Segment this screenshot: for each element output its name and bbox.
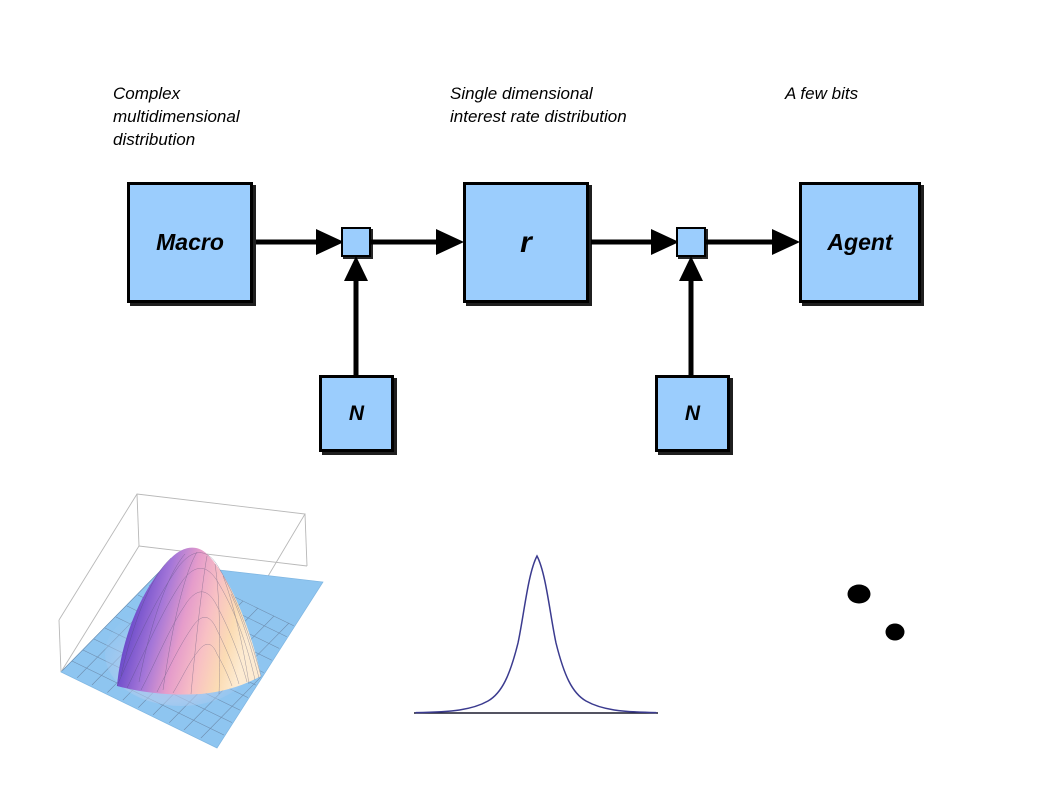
- curve-gaussian: [415, 554, 657, 714]
- box-noise-1-label: N: [348, 401, 365, 425]
- caption-complex-multidimensional-distribution: Complex multidimensional distribution: [113, 84, 240, 149]
- surface-peak-mesh: [116, 551, 262, 695]
- box-r[interactable]: r: [463, 182, 589, 303]
- surface-peak: [117, 547, 261, 695]
- arrow-noise2-to-junction2: [679, 256, 703, 375]
- box-noise-2[interactable]: N: [655, 375, 730, 452]
- surface-plot-figure: [58, 493, 324, 749]
- bit-dot-2: [885, 623, 905, 641]
- gaussian-curve-figure: [414, 554, 658, 714]
- arrow-junction1-to-r: [371, 229, 464, 255]
- arrow-r-to-junction2: [591, 229, 679, 255]
- junction-node-1[interactable]: [341, 227, 371, 257]
- junction-node-2[interactable]: [676, 227, 706, 257]
- bits-dots-figure: [847, 584, 905, 641]
- arrow-noise1-to-junction1: [344, 256, 368, 375]
- box-agent-label: Agent: [827, 229, 893, 255]
- bit-dot-1: [847, 584, 871, 604]
- box-r-label: r: [520, 225, 532, 259]
- arrow-junction2-to-agent: [706, 229, 800, 255]
- box-macro[interactable]: Macro: [127, 182, 253, 303]
- box-noise-2-label: N: [684, 401, 701, 425]
- box-noise-1[interactable]: N: [319, 375, 394, 452]
- caption-single-dimensional-interest-rate-distribution: Single dimensional interest rate distrib…: [450, 84, 627, 126]
- arrow-macro-to-junction1: [256, 229, 344, 255]
- box-macro-label: Macro: [156, 229, 224, 255]
- caption-a-few-bits: A few bits: [785, 84, 859, 103]
- box-agent[interactable]: Agent: [799, 182, 921, 303]
